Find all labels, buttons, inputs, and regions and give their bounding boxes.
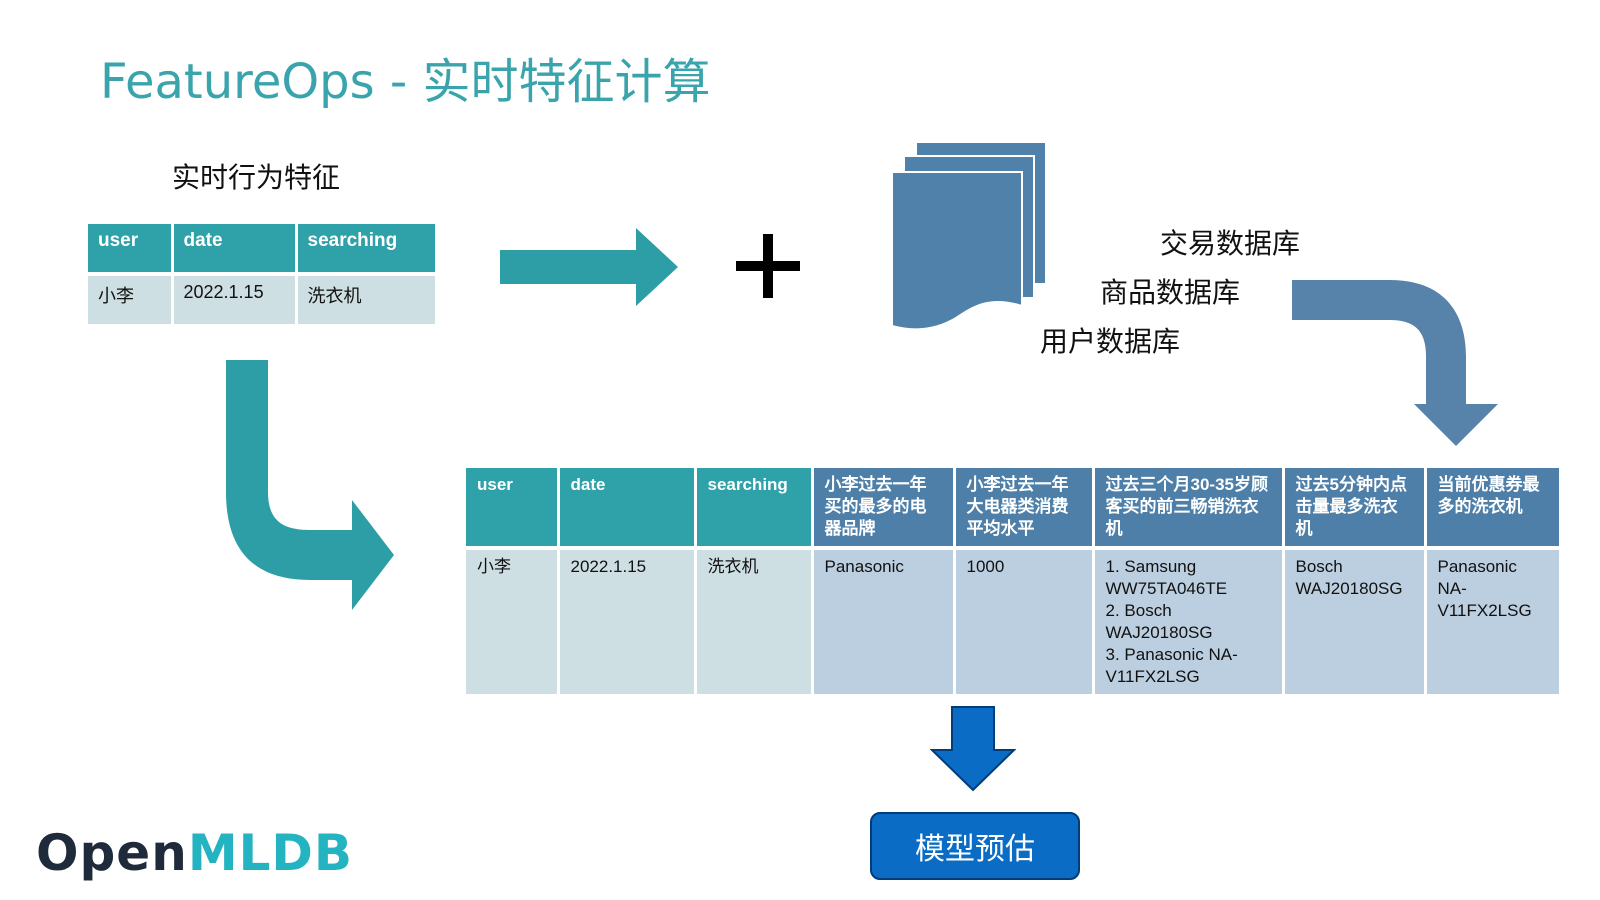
table-header-top-brand: 小李过去一年买的最多的电器品牌 (812, 468, 956, 550)
table-row: 小李 2022.1.15 洗衣机 (88, 274, 438, 324)
table-header-searching: searching (296, 224, 438, 276)
page-title: FeatureOps - 实时特征计算 (100, 54, 711, 110)
cell-user: 小李 (88, 274, 174, 324)
openmldb-logo: OpenMLDB (36, 824, 353, 882)
curved-right-arrow-icon (226, 360, 394, 610)
cell-top-brand: Panasonic (812, 548, 956, 694)
cell-searching: 洗衣机 (695, 548, 814, 694)
table-header-top3-washers: 过去三个月30-35岁顾客买的前三畅销洗衣机 (1093, 468, 1285, 550)
table-header-date: date (558, 468, 697, 550)
model-predict-button[interactable]: 模型预估 (870, 812, 1080, 880)
db-label-products: 商品数据库 (1100, 276, 1241, 309)
cell-avg-spend: 1000 (954, 548, 1095, 694)
table-header-searching: searching (695, 468, 814, 550)
curved-down-arrow-icon (1292, 280, 1498, 446)
combined-feature-table: user date searching 小李过去一年买的最多的电器品牌 小李过去… (466, 468, 1562, 694)
table-header-avg-spend: 小李过去一年大电器类消费平均水平 (954, 468, 1095, 550)
top3-item-1: 1. Samsung WW75TA046TE (1105, 557, 1228, 598)
top3-item-3: 3. Panasonic NA-V11FX2LSG (1105, 645, 1238, 686)
cell-most-clicked: Bosch WAJ20180SG (1283, 548, 1427, 694)
db-label-users: 用户数据库 (1040, 325, 1181, 358)
table-header-user: user (88, 224, 174, 276)
cell-top3-washers: 1. Samsung WW75TA046TE 2. Bosch WAJ20180… (1093, 548, 1285, 694)
realtime-feature-title: 实时行为特征 (172, 161, 341, 194)
db-label-transactions: 交易数据库 (1160, 227, 1301, 260)
cell-most-coupons: Panasonic NA-V11FX2LSG (1425, 548, 1562, 694)
table-row: 小李 2022.1.15 洗衣机 Panasonic 1000 1. Samsu… (466, 548, 1562, 694)
table-header-user: user (466, 468, 560, 550)
down-arrow-icon (930, 706, 1016, 792)
realtime-feature-table: user date searching 小李 2022.1.15 洗衣机 (88, 224, 438, 324)
cell-date: 2022.1.15 (172, 274, 298, 324)
logo-text-open: Open (36, 824, 188, 882)
cell-user: 小李 (466, 548, 560, 694)
table-header-most-coupons: 当前优惠券最多的洗衣机 (1425, 468, 1562, 550)
cell-searching: 洗衣机 (296, 274, 438, 324)
logo-text-mldb: MLDB (187, 824, 354, 882)
cell-date: 2022.1.15 (558, 548, 697, 694)
plus-icon (736, 234, 800, 298)
top3-item-2: 2. Bosch WAJ20180SG (1105, 601, 1213, 642)
right-arrow-icon (500, 228, 678, 306)
documents-stack-icon (891, 141, 1047, 331)
table-header-date: date (172, 224, 298, 276)
table-header-most-clicked: 过去5分钟内点击量最多洗衣机 (1283, 468, 1427, 550)
